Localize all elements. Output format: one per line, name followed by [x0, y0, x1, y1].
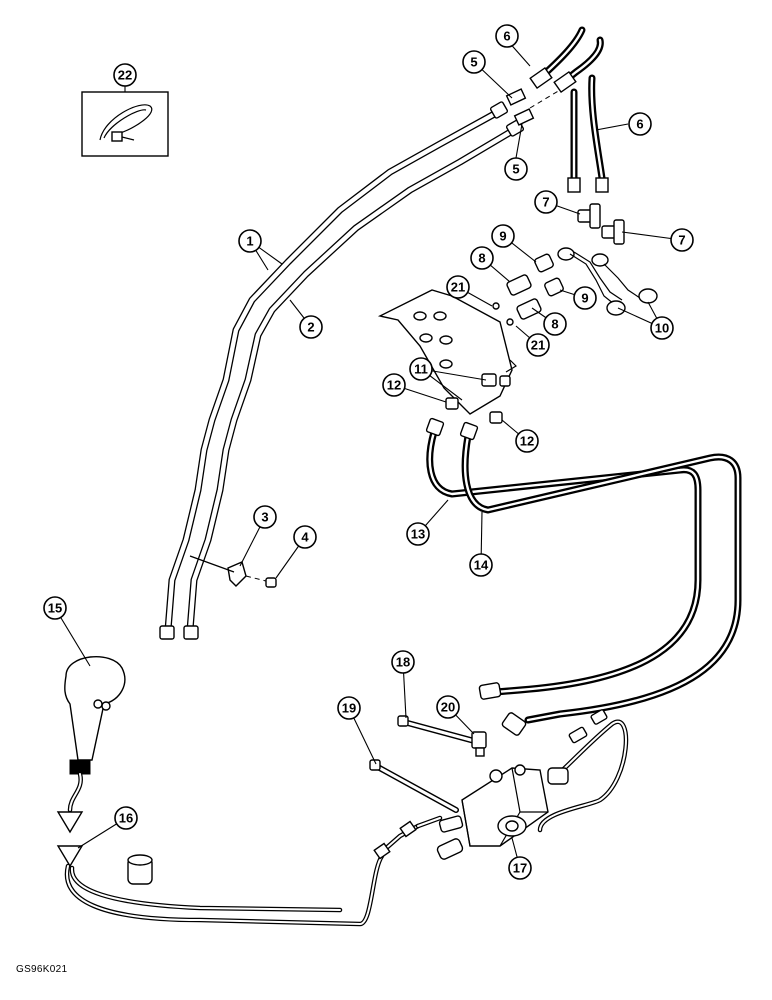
svg-text:7: 7 — [542, 195, 549, 210]
callout: 21 — [526, 333, 550, 357]
callout: 8 — [470, 246, 494, 270]
svg-text:3: 3 — [261, 510, 268, 525]
callout: 17 — [508, 856, 532, 880]
callout: 22 — [113, 63, 137, 87]
svg-text:13: 13 — [411, 527, 425, 542]
svg-text:11: 11 — [414, 362, 428, 377]
svg-text:21: 21 — [531, 338, 545, 353]
svg-text:7: 7 — [678, 233, 685, 248]
svg-text:8: 8 — [478, 251, 485, 266]
callout: 16 — [114, 806, 138, 830]
callout: 7 — [534, 190, 558, 214]
svg-text:2: 2 — [307, 320, 314, 335]
svg-text:5: 5 — [470, 55, 477, 70]
svg-text:4: 4 — [301, 530, 309, 545]
valve-17 — [436, 764, 569, 860]
callout: 6 — [495, 24, 519, 48]
harness-16 — [56, 709, 629, 927]
callout: 4 — [293, 525, 317, 549]
callout: 15 — [43, 596, 67, 620]
callout: 9 — [573, 286, 597, 310]
hoses-13-14 — [425, 417, 742, 736]
svg-text:18: 18 — [396, 655, 410, 670]
callout: 1 — [238, 229, 262, 253]
svg-text:6: 6 — [503, 29, 510, 44]
callout: 9 — [491, 224, 515, 248]
control-handle-15 — [56, 656, 126, 834]
callout: 18 — [391, 650, 415, 674]
callout: 3 — [253, 505, 277, 529]
svg-text:10: 10 — [655, 321, 669, 336]
svg-text:16: 16 — [119, 811, 133, 826]
callout: 12 — [515, 429, 539, 453]
callout: 13 — [406, 522, 430, 546]
hoses-6 — [529, 26, 609, 193]
callout: 10 — [650, 316, 674, 340]
svg-text:9: 9 — [499, 229, 506, 244]
svg-text:9: 9 — [581, 291, 588, 306]
svg-text:5: 5 — [512, 162, 519, 177]
svg-text:17: 17 — [513, 861, 527, 876]
svg-text:19: 19 — [342, 701, 356, 716]
callout: 20 — [436, 695, 460, 719]
svg-text:12: 12 — [387, 378, 401, 393]
callout: 21 — [446, 275, 470, 299]
svg-text:6: 6 — [636, 117, 643, 132]
callout: 11 — [409, 357, 433, 381]
callout: 19 — [337, 696, 361, 720]
callout: 14 — [469, 553, 493, 577]
mounting-bracket — [377, 289, 517, 424]
svg-text:14: 14 — [474, 558, 489, 573]
drawing-code: GS96K021 — [16, 964, 68, 975]
clamp-3-nut-4 — [189, 555, 277, 588]
svg-text:15: 15 — [48, 601, 62, 616]
callout: 2 — [299, 315, 323, 339]
callout: 7 — [670, 228, 694, 252]
callout: 5 — [462, 50, 486, 74]
tee-fittings-7 — [577, 203, 625, 245]
svg-text:20: 20 — [441, 700, 455, 715]
svg-text:22: 22 — [118, 68, 132, 83]
rods-18-19-fitting-20 — [369, 715, 487, 813]
svg-text:21: 21 — [451, 280, 465, 295]
inset-cable-tie — [81, 91, 169, 157]
fittings-5 — [505, 88, 561, 126]
callout: 5 — [504, 157, 528, 181]
callout: 12 — [382, 373, 406, 397]
callout: 6 — [628, 112, 652, 136]
svg-text:12: 12 — [520, 434, 534, 449]
couplers-8-9-10 — [506, 247, 658, 320]
callout: 8 — [543, 312, 567, 336]
svg-text:8: 8 — [551, 317, 558, 332]
svg-text:1: 1 — [246, 234, 253, 249]
